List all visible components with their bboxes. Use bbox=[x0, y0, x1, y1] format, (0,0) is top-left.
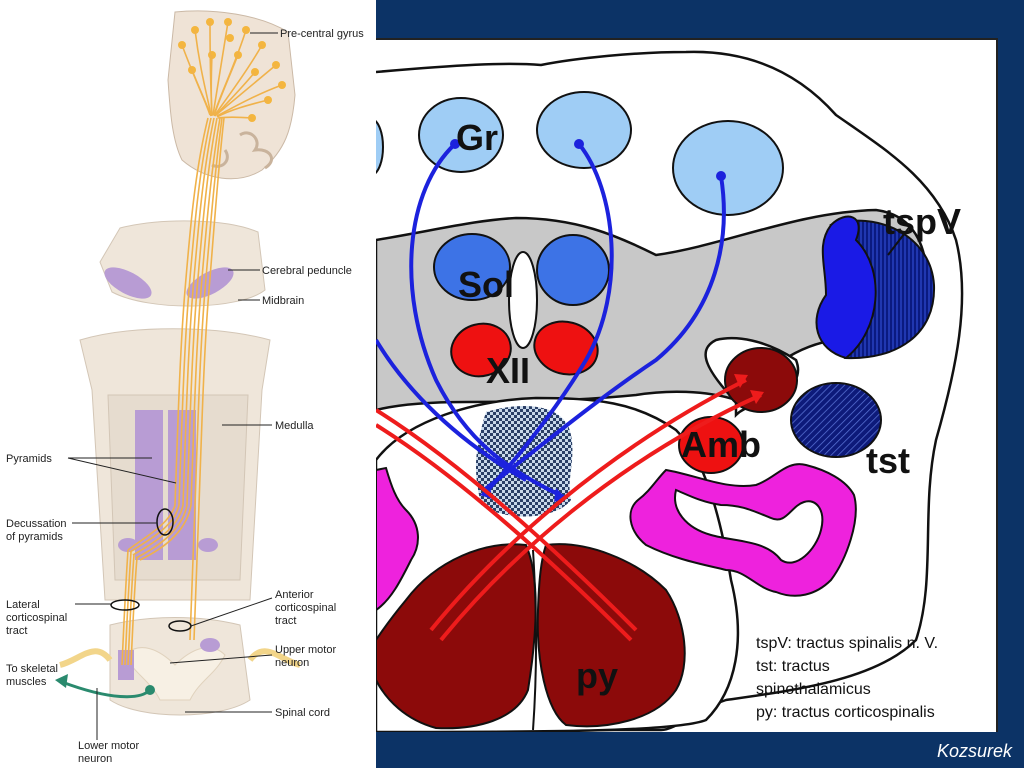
central-canal bbox=[508, 251, 538, 349]
abbreviation-legend: tspV: tractus spinalis n. V. tst: tractu… bbox=[756, 632, 976, 724]
cortical-neurons bbox=[178, 18, 286, 122]
section-svg: Gr Sol XII Amb tspV tst py bbox=[376, 50, 964, 732]
descending-axons bbox=[121, 117, 225, 666]
label-anterior-3: tract bbox=[275, 615, 296, 627]
label-skeletal-1: To skeletal bbox=[6, 663, 58, 675]
legend-line-tst: tst: tractus bbox=[756, 658, 830, 675]
blue-dot-2 bbox=[574, 139, 584, 149]
inferior-olive-right bbox=[629, 463, 857, 597]
red-arrowhead-1 bbox=[734, 374, 748, 388]
label-anterior-1: Anterior bbox=[275, 589, 314, 601]
label-skeletal-2: muscles bbox=[6, 676, 47, 688]
amb-nucleus bbox=[678, 416, 744, 474]
label-xii: XII bbox=[486, 350, 530, 391]
legend-line-tspv: tspV: tractus spinalis n. V. bbox=[756, 635, 939, 652]
nerve-root-left bbox=[59, 648, 113, 668]
spinal-anterior-tract bbox=[200, 638, 220, 652]
label-precentral-gyrus: Pre-central gyrus bbox=[280, 28, 364, 40]
pyramid-left bbox=[135, 410, 163, 560]
cuneate-nucleus bbox=[672, 120, 784, 216]
label-lateral-2: corticospinal bbox=[6, 612, 67, 624]
label-decussation-1: Decussation bbox=[6, 518, 67, 530]
cortex-gyri bbox=[211, 131, 273, 170]
sol-nucleus-right bbox=[536, 234, 610, 306]
py-pyramid-left bbox=[376, 543, 537, 730]
legend-line-py: py: tractus corticospinalis bbox=[756, 704, 935, 721]
label-py: py bbox=[576, 655, 618, 696]
decussation-ring bbox=[156, 508, 174, 536]
label-tspv: tspV bbox=[883, 201, 961, 242]
lower-motor-neuron-body bbox=[145, 685, 155, 695]
gr-nucleus-2 bbox=[536, 91, 632, 169]
cortex-shape bbox=[167, 10, 296, 180]
label-tst: tst bbox=[866, 440, 910, 481]
label-amb: Amb bbox=[681, 424, 761, 465]
nerve-root-right bbox=[247, 648, 301, 668]
label-upper-2: neuron bbox=[275, 657, 309, 669]
motor-axon-arrow bbox=[55, 674, 68, 688]
label-midbrain: Midbrain bbox=[262, 295, 304, 307]
lateral-tract-ring bbox=[110, 599, 140, 611]
ventral-fissure bbox=[532, 549, 538, 731]
cortical-axons bbox=[181, 21, 283, 119]
sol-nucleus-left bbox=[433, 233, 511, 301]
blue-dot-3 bbox=[716, 171, 726, 181]
lateral-reticular-nucleus bbox=[724, 347, 798, 413]
corticospinal-pathway-illustration: Pre-central gyrus Cerebral peduncle Midb… bbox=[0, 0, 376, 768]
leader-lines bbox=[67, 32, 278, 740]
label-lateral-1: Lateral bbox=[6, 599, 40, 611]
label-lower-2: neuron bbox=[78, 753, 112, 765]
blue-dot-1 bbox=[450, 139, 460, 149]
label-lower-1: Lower motor bbox=[78, 740, 139, 752]
label-gr: Gr bbox=[456, 117, 498, 158]
xii-nucleus-right bbox=[533, 320, 599, 376]
label-lateral-3: tract bbox=[6, 625, 27, 637]
pyramid-stub-left bbox=[118, 538, 138, 552]
legend-line-tst-2: spinothalamicus bbox=[756, 681, 871, 698]
label-medulla: Medulla bbox=[275, 420, 314, 432]
label-cerebral-peduncle: Cerebral peduncle bbox=[262, 265, 352, 277]
label-pyramids: Pyramids bbox=[6, 453, 52, 465]
py-pyramid-right bbox=[536, 543, 686, 728]
tst-tract bbox=[790, 382, 882, 458]
label-sol: Sol bbox=[458, 264, 514, 305]
cerebral-peduncle-left bbox=[104, 267, 152, 299]
pathway-svg: Pre-central gyrus Cerebral peduncle Midb… bbox=[6, 10, 364, 765]
author-credit: Kozsurek bbox=[936, 741, 1012, 761]
label-upper-1: Upper motor bbox=[275, 644, 336, 656]
tspv-nucleus bbox=[815, 215, 877, 360]
pyramid-stub-right bbox=[198, 538, 218, 552]
blue-tracts bbox=[376, 142, 726, 500]
label-spinal-cord: Spinal cord bbox=[275, 707, 330, 719]
inferior-olive-left bbox=[376, 466, 419, 612]
label-decussation-2: of pyramids bbox=[6, 531, 63, 543]
tspv-leader bbox=[887, 224, 912, 256]
xii-nucleus-left bbox=[450, 322, 512, 378]
medulla-section-panel: Gr Sol XII Amb tspV tst py bbox=[376, 38, 998, 732]
gr-nucleus bbox=[418, 97, 504, 173]
gr-nucleus-partial bbox=[376, 120, 384, 174]
red-arrowhead-2 bbox=[750, 390, 764, 404]
red-tracts bbox=[376, 378, 762, 642]
label-anterior-2: corticospinal bbox=[275, 602, 336, 614]
